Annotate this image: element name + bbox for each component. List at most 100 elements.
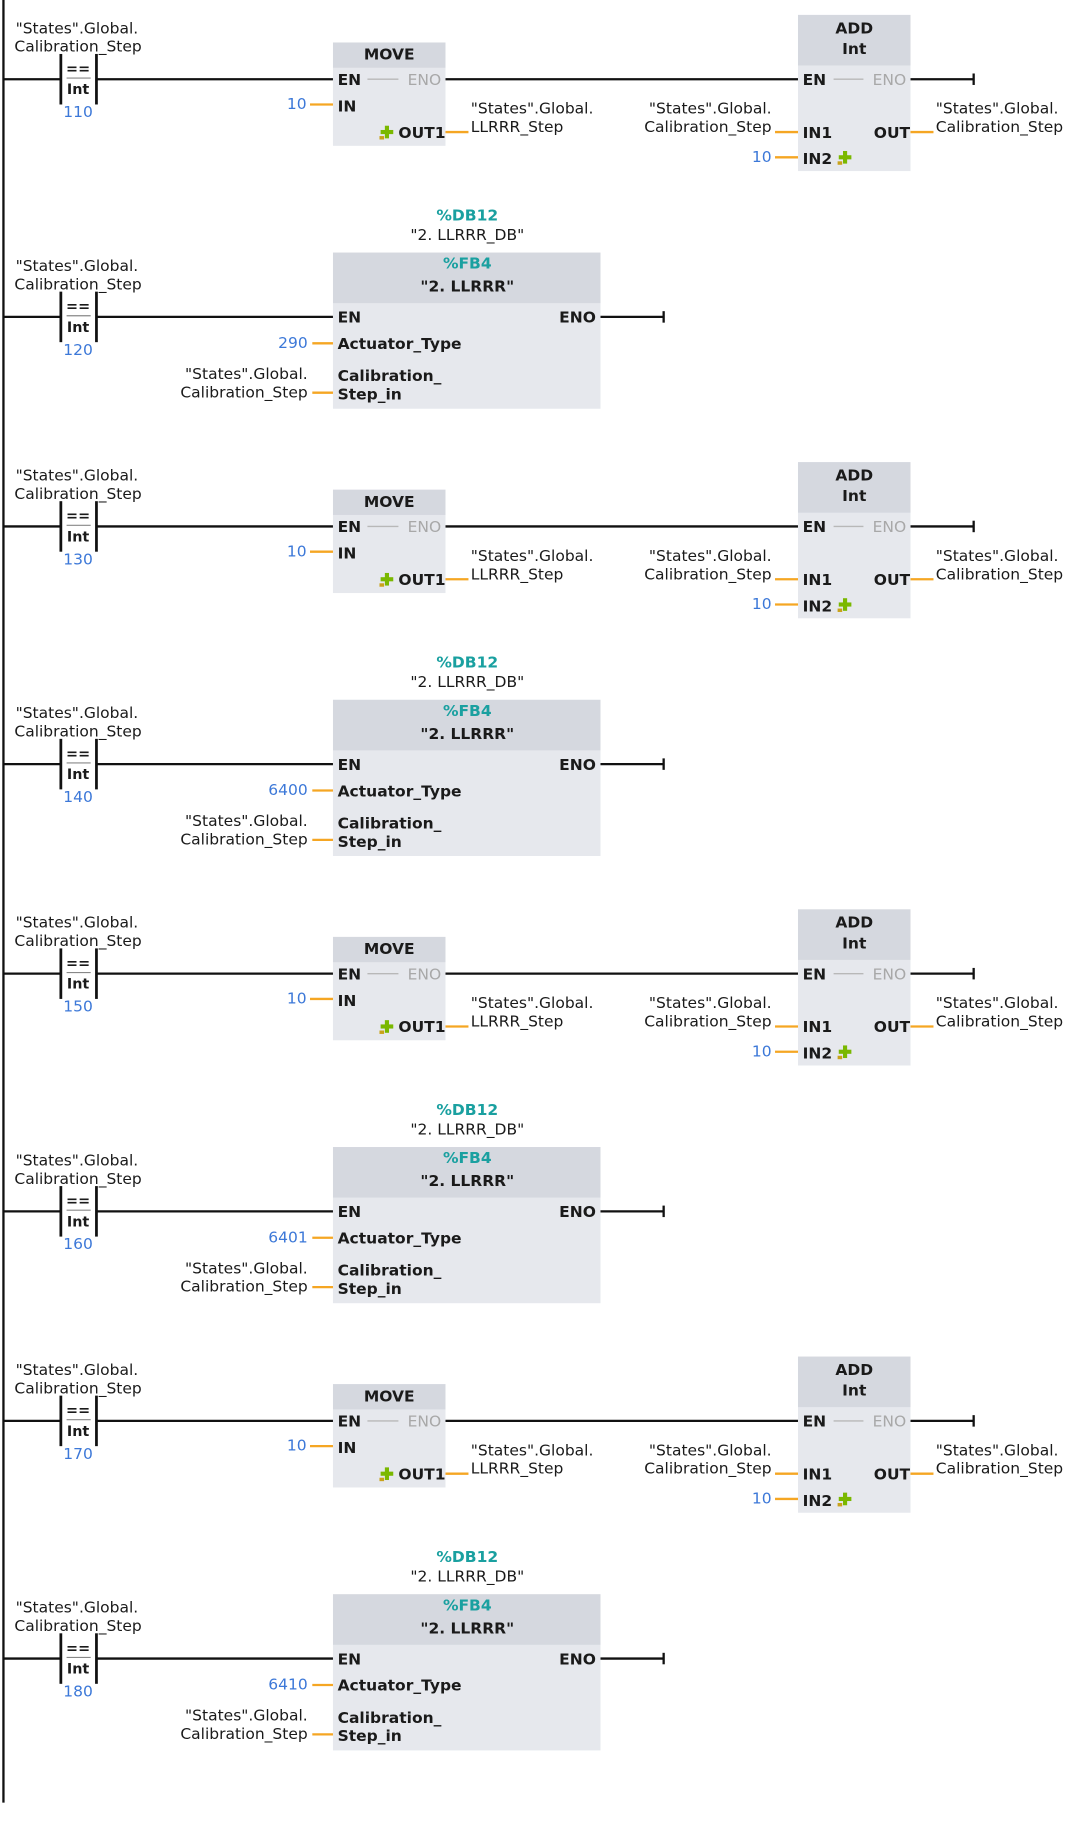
- compare-value: 180: [63, 1682, 93, 1700]
- compare-operator: ==: [66, 299, 90, 315]
- compare-operand-line1: "States".Global.: [16, 19, 139, 37]
- add-input-icon[interactable]: [837, 1045, 852, 1060]
- compare-operator: ==: [66, 956, 90, 972]
- move-add-output-icon-base: [379, 136, 385, 140]
- add-in2-value: 10: [752, 1490, 772, 1508]
- compare-operand-line2: Calibration_Step: [14, 1170, 141, 1189]
- add-type: Int: [842, 934, 867, 952]
- move-block-header: [332, 42, 446, 68]
- fb-calib-operand-line1: "States".Global.: [185, 1707, 308, 1725]
- fb-block-header: [332, 252, 601, 304]
- fb-actuator-value: 6401: [268, 1228, 307, 1246]
- network-move_add-170: "States".Global.Calibration_Step==Int170…: [3, 1356, 1063, 1513]
- fb-eno-pin: ENO: [559, 309, 596, 327]
- add-eno-pin: ENO: [873, 1413, 907, 1431]
- fb-block-header: [332, 699, 601, 751]
- move-out-pin: OUT1: [398, 1465, 445, 1483]
- compare-type: Int: [67, 767, 90, 783]
- add-in2-pin: IN2: [803, 597, 833, 615]
- compare-operand-line2: Calibration_Step: [14, 275, 141, 294]
- fb-calib-pin-line1: Calibration_: [338, 1709, 442, 1727]
- add-input-icon[interactable]: [837, 598, 852, 612]
- move-add-output-icon-v: [384, 572, 390, 586]
- move-out-operand-line2: LLRRR_Step: [471, 1012, 564, 1031]
- fb-actuator-value: 6400: [268, 781, 307, 799]
- add-type: Int: [842, 487, 867, 505]
- fb-en-pin: EN: [338, 1203, 362, 1221]
- move-title: MOVE: [364, 493, 415, 511]
- fb-calib-operand-line1: "States".Global.: [185, 1259, 308, 1277]
- network-move_add-150: "States".Global.Calibration_Step==Int150…: [3, 909, 1063, 1066]
- compare-operator: ==: [66, 1403, 90, 1419]
- instance-db-name: "2. LLRRR_DB": [410, 226, 524, 245]
- add-in2-value: 10: [752, 148, 772, 166]
- compare-value: 150: [63, 998, 93, 1016]
- compare-operand-line2: Calibration_Step: [14, 485, 141, 504]
- compare-operand-line2: Calibration_Step: [14, 38, 141, 57]
- move-in-value: 10: [287, 1437, 307, 1455]
- add-input-icon[interactable]: [837, 150, 852, 165]
- move-eno-pin: ENO: [408, 71, 442, 89]
- add-in2-pin: IN2: [803, 150, 833, 168]
- add-in1-pin: IN1: [803, 1465, 833, 1483]
- network-fb-160: "States".Global.Calibration_Step==Int160…: [3, 1101, 665, 1304]
- add-eno-pin: ENO: [873, 71, 907, 89]
- move-out-operand-line2: LLRRR_Step: [471, 1460, 564, 1479]
- fb-name: "2. LLRRR": [420, 725, 514, 743]
- fb-actuator-pin: Actuator_Type: [338, 782, 462, 800]
- add-input-icon-base: [837, 1055, 843, 1060]
- add-out-operand-line1: "States".Global.: [936, 994, 1059, 1012]
- add-out-pin: OUT: [874, 1465, 911, 1483]
- add-in1-operand-line1: "States".Global.: [649, 994, 772, 1012]
- instance-db-address: %DB12: [436, 654, 498, 672]
- move-add-output-icon-base: [379, 583, 385, 587]
- move-eno-pin: ENO: [408, 518, 442, 536]
- compare-value: 110: [63, 103, 93, 121]
- fb-calib-operand-line2: Calibration_Step: [180, 1725, 307, 1744]
- compare-value: 160: [63, 1235, 93, 1253]
- instance-db-name: "2. LLRRR_DB": [410, 1568, 524, 1587]
- move-out-operand-line2: LLRRR_Step: [471, 118, 564, 137]
- fb-address: %FB4: [443, 255, 492, 273]
- add-input-icon-v: [842, 1492, 848, 1506]
- move-en-pin: EN: [338, 965, 362, 983]
- move-add-output-icon[interactable]: [379, 572, 394, 587]
- instance-db-address: %DB12: [436, 1101, 498, 1119]
- move-out-pin: OUT1: [398, 124, 445, 142]
- add-block-header: [797, 14, 911, 66]
- compare-operand-line1: "States".Global.: [16, 1151, 139, 1169]
- add-out-pin: OUT: [874, 571, 911, 589]
- move-block-header: [332, 936, 446, 963]
- add-input-icon-v: [842, 1045, 848, 1059]
- compare-operand-line1: "States".Global.: [16, 914, 139, 932]
- add-input-icon[interactable]: [837, 1492, 852, 1507]
- compare-operand-line1: "States".Global.: [16, 467, 139, 485]
- add-out-pin: OUT: [874, 1018, 911, 1036]
- fb-en-pin: EN: [338, 756, 362, 774]
- fb-calib-pin-line1: Calibration_: [338, 814, 442, 832]
- add-en-pin: EN: [803, 518, 827, 536]
- add-en-pin: EN: [803, 1413, 827, 1431]
- fb-name: "2. LLRRR": [420, 278, 514, 296]
- compare-type: Int: [67, 529, 90, 545]
- compare-value: 170: [63, 1445, 93, 1463]
- add-title: ADD: [835, 19, 873, 37]
- add-en-pin: EN: [803, 71, 827, 89]
- fb-address: %FB4: [443, 1149, 492, 1167]
- fb-en-pin: EN: [338, 309, 362, 327]
- compare-operand-line1: "States".Global.: [16, 1599, 139, 1617]
- move-add-output-icon[interactable]: [379, 125, 394, 140]
- move-out-operand-line1: "States".Global.: [471, 994, 594, 1012]
- move-in-value: 10: [287, 990, 307, 1008]
- move-add-output-icon-base: [379, 1030, 385, 1034]
- fb-en-pin: EN: [338, 1650, 362, 1668]
- add-in1-pin: IN1: [803, 1018, 833, 1036]
- fb-name: "2. LLRRR": [420, 1172, 514, 1190]
- move-out-pin: OUT1: [398, 1018, 445, 1036]
- add-block-header: [797, 909, 911, 960]
- move-in-value: 10: [287, 95, 307, 113]
- move-add-output-icon[interactable]: [379, 1020, 394, 1034]
- add-block-header: [797, 1356, 911, 1408]
- move-add-output-icon[interactable]: [379, 1467, 394, 1482]
